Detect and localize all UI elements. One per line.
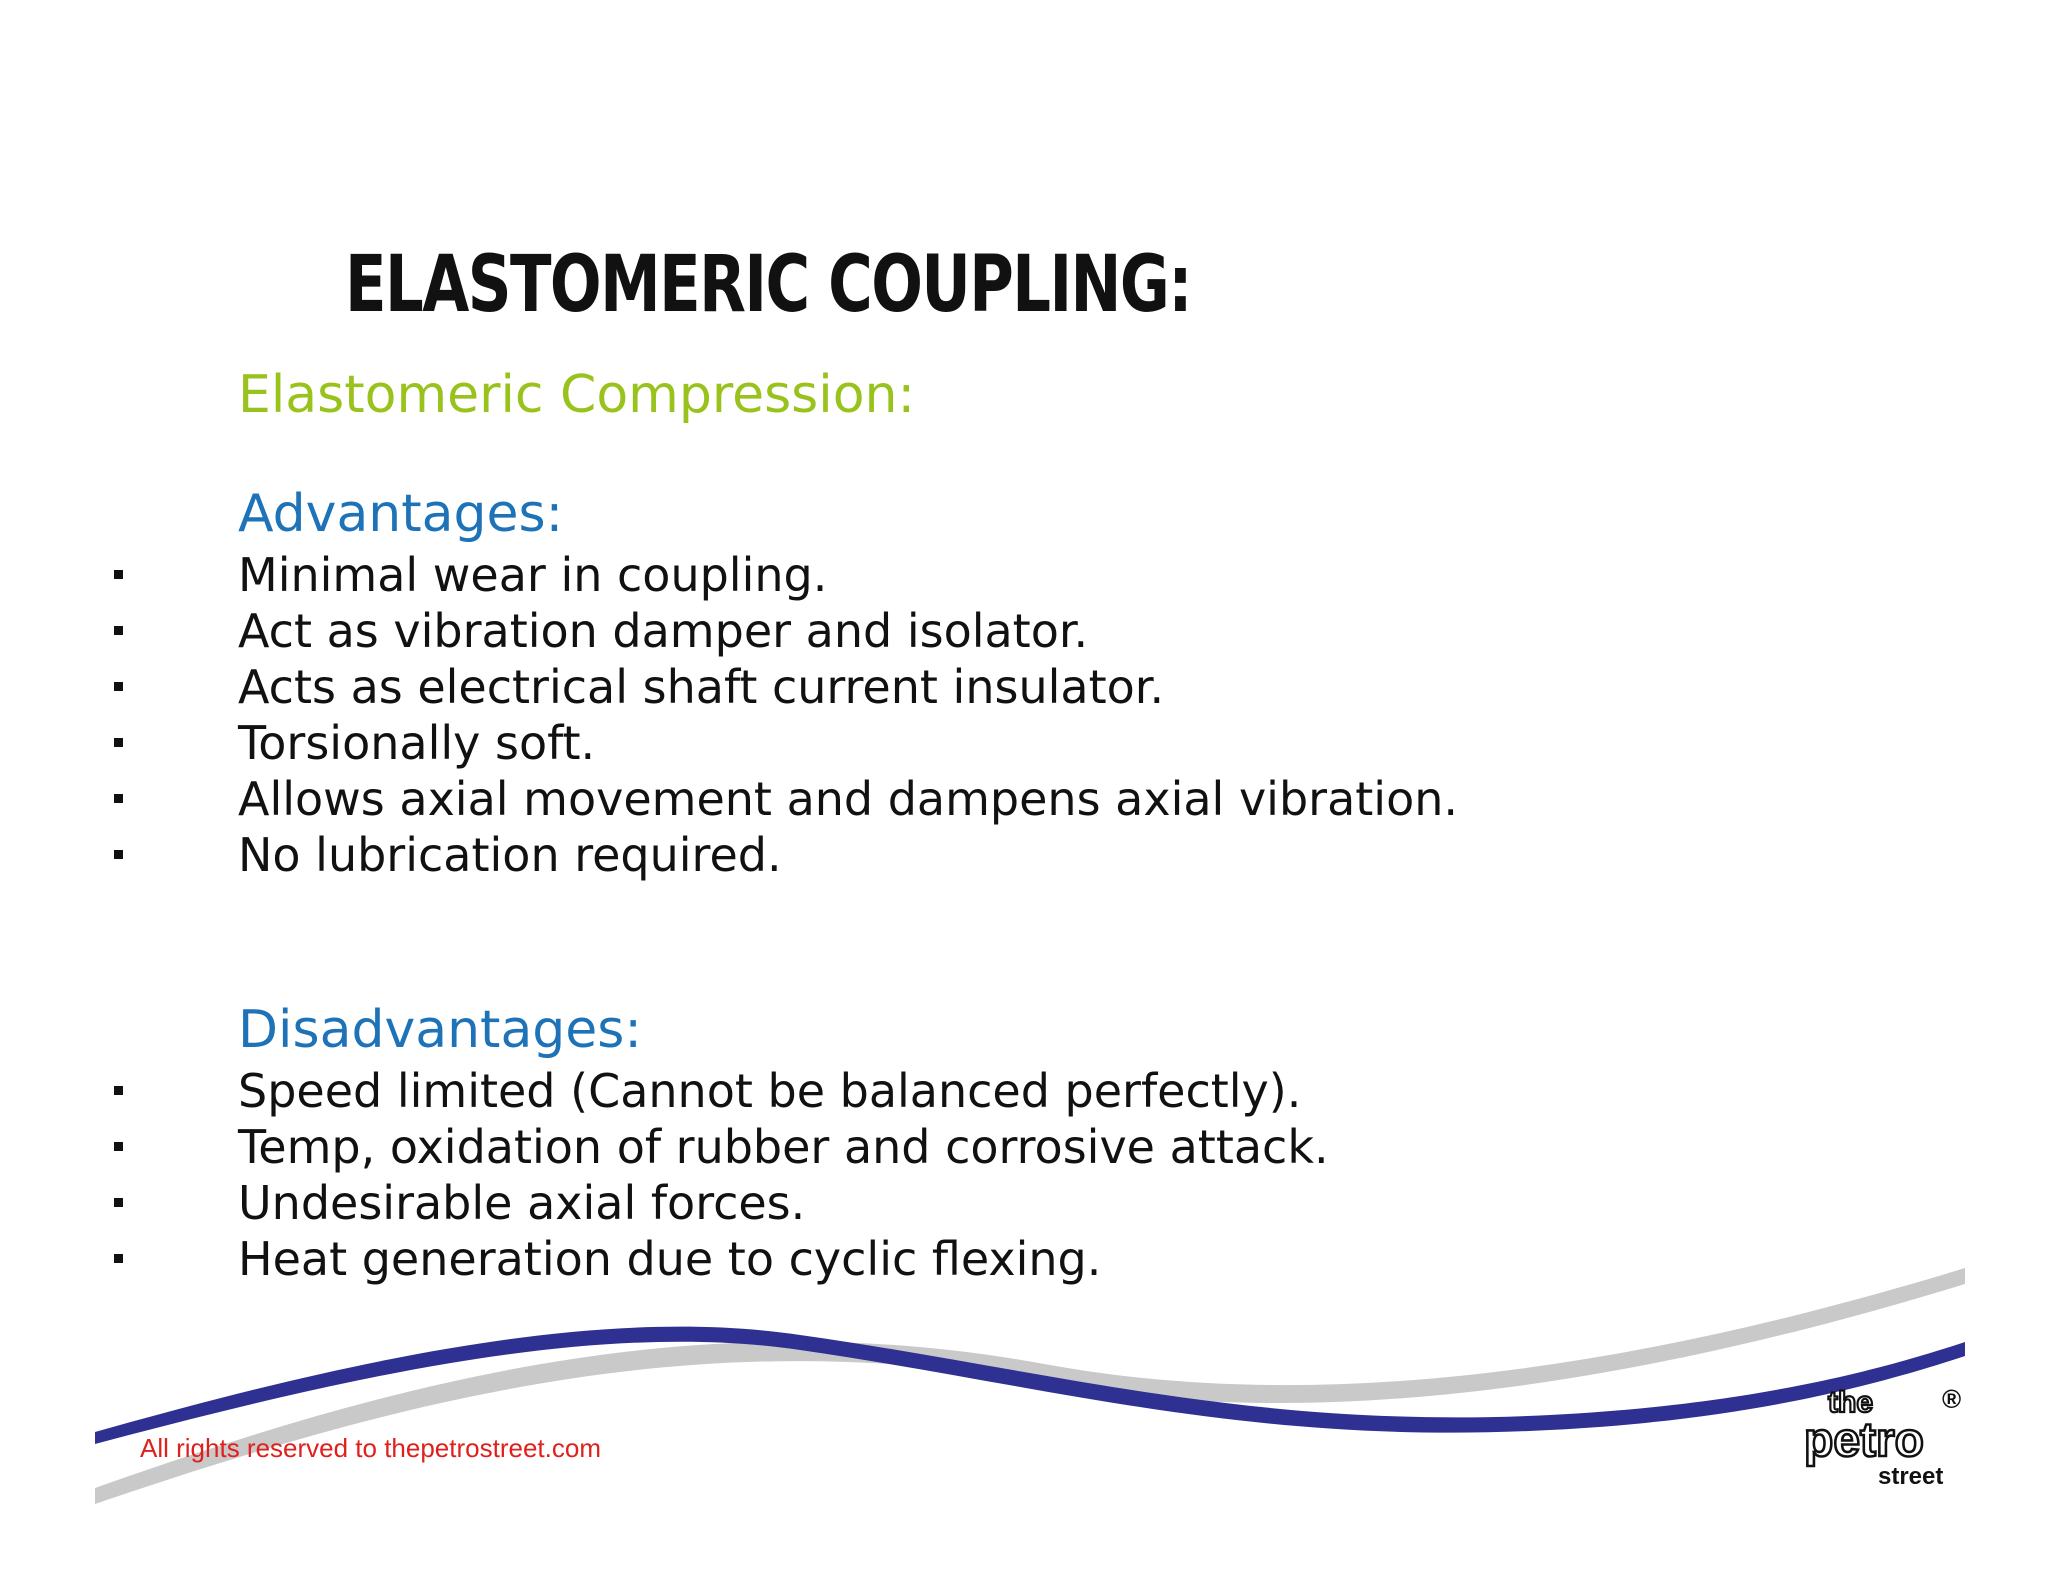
footer-copyright: All rights reserved to thepetrostreet.co… [140, 1433, 601, 1463]
bullet-icon [114, 570, 123, 579]
logo-registered-mark: ® [1942, 1384, 1961, 1414]
bullet-icon [114, 850, 123, 859]
slide-subtitle: Elastomeric Compression: [238, 365, 915, 425]
list-item: Heat generation due to cyclic flexing. [0, 1231, 1568, 1287]
logo-line-petro: petro [1804, 1414, 1924, 1467]
advantages-heading: Advantages: [238, 484, 564, 544]
bullet-icon [114, 1198, 123, 1207]
blue-wave [95, 1326, 1965, 1444]
bullet-icon [114, 1254, 123, 1263]
petrostreet-logo: the petro street ® [1803, 1384, 1961, 1488]
bullet-icon [114, 626, 123, 635]
bullet-icon [114, 794, 123, 803]
list-item: Act as vibration damper and isolator. [0, 603, 1568, 659]
bullet-icon [114, 738, 123, 747]
logo-line-street: street [1878, 1463, 1943, 1488]
grey-wave [95, 1268, 1965, 1504]
bullet-icon [114, 1086, 123, 1095]
slide-title: ELASTOMERIC COUPLING: [345, 240, 1193, 330]
list-item: Acts as electrical shaft current insulat… [0, 659, 1568, 715]
list-item: Minimal wear in coupling. [0, 547, 1568, 603]
disadvantages-heading: Disadvantages: [238, 1000, 642, 1060]
advantages-list: Minimal wear in coupling. Act as vibrati… [0, 547, 1600, 883]
bullet-icon [114, 682, 123, 691]
list-item: Torsionally soft. [0, 715, 1568, 771]
list-item: Allows axial movement and dampens axial … [0, 771, 1568, 827]
disadvantages-list: Speed limited (Cannot be balanced perfec… [0, 1063, 1600, 1287]
list-item: Temp, oxidation of rubber and corrosive … [0, 1119, 1568, 1175]
bullet-icon [114, 1142, 123, 1151]
list-item: Undesirable axial forces. [0, 1175, 1568, 1231]
list-item: No lubrication required. [0, 827, 1568, 883]
list-item: Speed limited (Cannot be balanced perfec… [0, 1063, 1568, 1119]
logo-line-the: the [1828, 1386, 1873, 1419]
